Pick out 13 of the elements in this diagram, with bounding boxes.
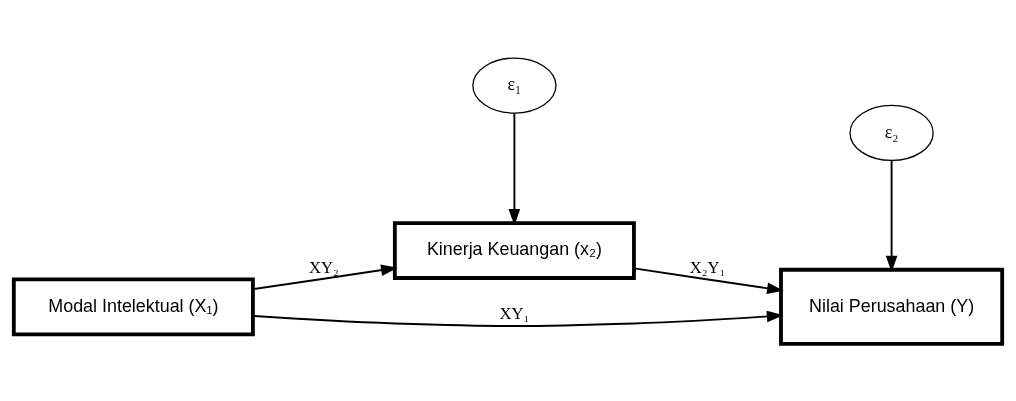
node-ellipse: ε₂ [849, 104, 934, 161]
edge-label: XY₂ [308, 257, 339, 277]
arrow [252, 310, 784, 327]
arrow [885, 159, 898, 272]
edge-label: XY₁ [499, 303, 530, 323]
node-ellipse: ε₁ [472, 56, 557, 114]
arrow [508, 112, 521, 226]
edge-label: X₂Y₁ [689, 257, 726, 277]
arrow [252, 263, 398, 290]
arrow [633, 266, 784, 294]
node-box: Modal Intelektual (X₁) [11, 276, 255, 336]
node-box: Kinerja Keuangan (x₂) [392, 220, 636, 280]
node-box: Nilai Perusahaan (Y) [779, 267, 1005, 346]
